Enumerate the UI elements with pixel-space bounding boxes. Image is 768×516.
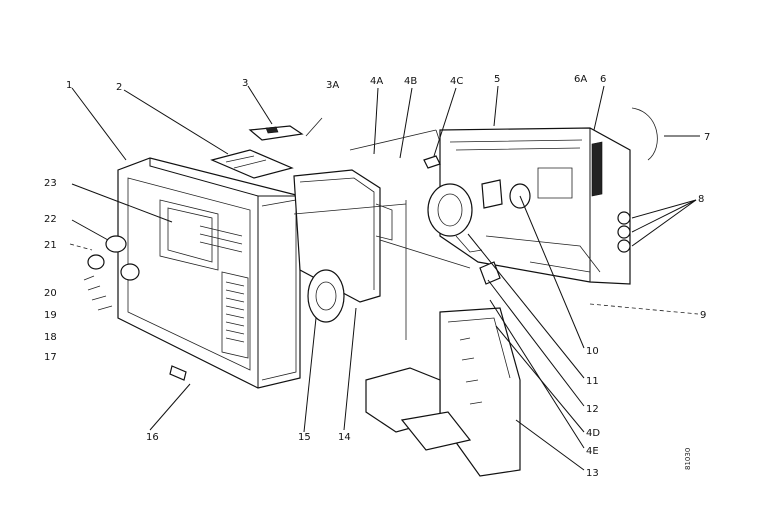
upper-chassis <box>293 169 393 303</box>
label-4c: 4C <box>450 76 463 87</box>
lens-disc <box>307 269 345 323</box>
cover-plate <box>210 149 294 179</box>
label-22: 22 <box>44 214 57 225</box>
label-14: 14 <box>338 432 351 443</box>
label-15: 15 <box>298 432 311 443</box>
label-6a: 6A <box>574 74 587 85</box>
lower-chassis <box>365 261 521 477</box>
label-3: 3 <box>242 78 248 89</box>
label-8: 8 <box>698 194 704 205</box>
label-16: 16 <box>146 432 159 443</box>
label-3a: 3A <box>326 80 339 91</box>
label-5: 5 <box>494 74 500 85</box>
label-7: 7 <box>704 132 710 143</box>
label-21: 21 <box>44 240 57 251</box>
callout-labels: 1 2 3 3A 4A 4B 4C 5 6A 6 7 8 9 10 11 12 … <box>44 74 710 479</box>
label-17: 17 <box>44 352 57 363</box>
side-code: 81030 <box>684 448 692 470</box>
leader-lines <box>69 85 700 471</box>
label-4d: 4D <box>586 428 600 439</box>
rear-case <box>439 107 658 285</box>
label-20: 20 <box>44 288 57 299</box>
lamp-assembly <box>423 155 531 253</box>
top-bracket <box>248 125 304 141</box>
label-4a: 4A <box>370 76 383 87</box>
label-19: 19 <box>44 310 57 321</box>
label-10: 10 <box>586 346 599 357</box>
label-4b: 4B <box>404 76 417 87</box>
label-18: 18 <box>44 332 57 343</box>
label-23: 23 <box>44 178 57 189</box>
label-1: 1 <box>66 80 72 91</box>
label-13: 13 <box>586 468 599 479</box>
label-6: 6 <box>600 74 606 85</box>
label-4e: 4E <box>586 446 599 457</box>
label-12: 12 <box>586 404 599 415</box>
label-9: 9 <box>700 310 706 321</box>
main-housing <box>117 157 301 389</box>
small-parts <box>83 235 187 381</box>
label-2: 2 <box>116 82 122 93</box>
label-11: 11 <box>586 376 599 387</box>
